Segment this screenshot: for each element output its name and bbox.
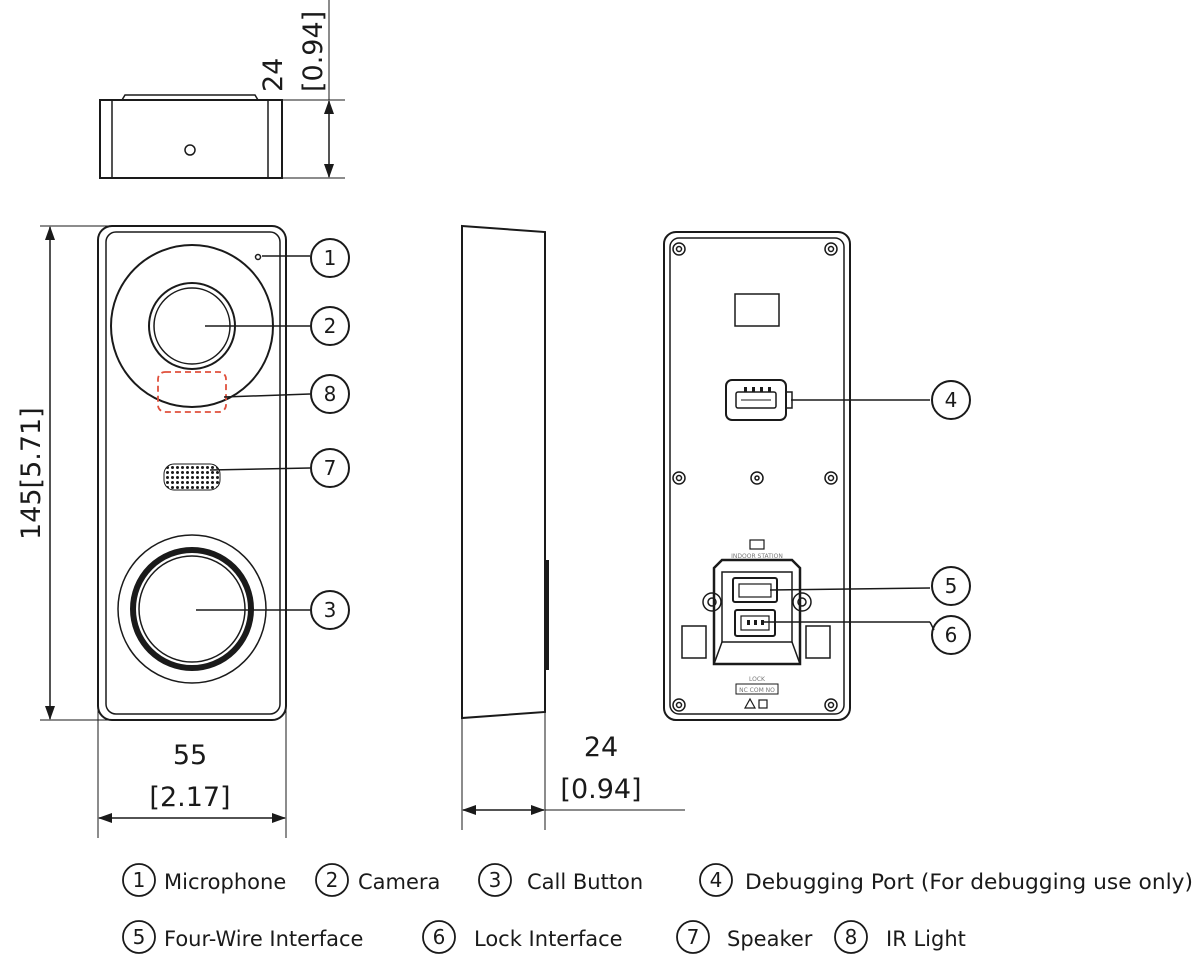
- legend-label-microphone: Microphone: [164, 870, 286, 894]
- screw-holes: [672, 242, 838, 712]
- legend-label-debugging-port: Debugging Port (For debugging use only): [745, 870, 1193, 894]
- side-depth-in: [0.94]: [560, 774, 641, 805]
- legend-num-4: 4: [710, 868, 723, 892]
- side-view: [461, 224, 685, 830]
- front-width-mm: 55: [173, 740, 207, 771]
- callout-5: 5: [945, 574, 958, 598]
- callout-6: 6: [945, 623, 958, 647]
- top-depth-in: [0.94]: [298, 11, 329, 92]
- front-view: [40, 225, 287, 838]
- legend-num-6: 6: [433, 925, 446, 949]
- legend-num-5: 5: [133, 925, 146, 949]
- callout-7: 7: [324, 456, 337, 480]
- speaker-grille: [163, 463, 221, 491]
- callout-8: 8: [324, 382, 337, 406]
- callout-4: 4: [945, 388, 958, 412]
- callout-3: 3: [324, 598, 337, 622]
- legend-label-ir-light: IR Light: [886, 927, 966, 951]
- front-height-label: 145[5.71]: [16, 407, 47, 540]
- legend-label-camera: Camera: [358, 870, 440, 894]
- back-view: [663, 231, 851, 721]
- top-view: [99, 0, 345, 179]
- back-lock-label: LOCK: [749, 676, 766, 683]
- legend-num-8: 8: [845, 925, 858, 949]
- legend-num-7: 7: [687, 925, 700, 949]
- back-leader-lines: [764, 380, 971, 655]
- back-station-label: INDOOR STATION: [731, 553, 783, 560]
- legend-label-four-wire: Four-Wire Interface: [164, 927, 363, 951]
- callout-1: 1: [324, 246, 337, 270]
- legend-num-1: 1: [133, 868, 146, 892]
- legend-label-speaker: Speaker: [727, 927, 813, 951]
- legend-label-lock-interface: Lock Interface: [474, 927, 623, 951]
- legend: [122, 863, 868, 954]
- legend-num-3: 3: [489, 868, 502, 892]
- callout-2: 2: [324, 314, 337, 338]
- front-width-in: [2.17]: [149, 782, 230, 813]
- debugging-port: [725, 379, 793, 421]
- legend-label-call-button: Call Button: [527, 870, 643, 894]
- front-leader-lines: [196, 238, 350, 630]
- top-depth-mm: 24: [258, 58, 289, 92]
- side-depth-mm: 24: [584, 732, 618, 763]
- back-terminal-label: NC COM NO: [739, 687, 775, 694]
- legend-num-2: 2: [326, 868, 339, 892]
